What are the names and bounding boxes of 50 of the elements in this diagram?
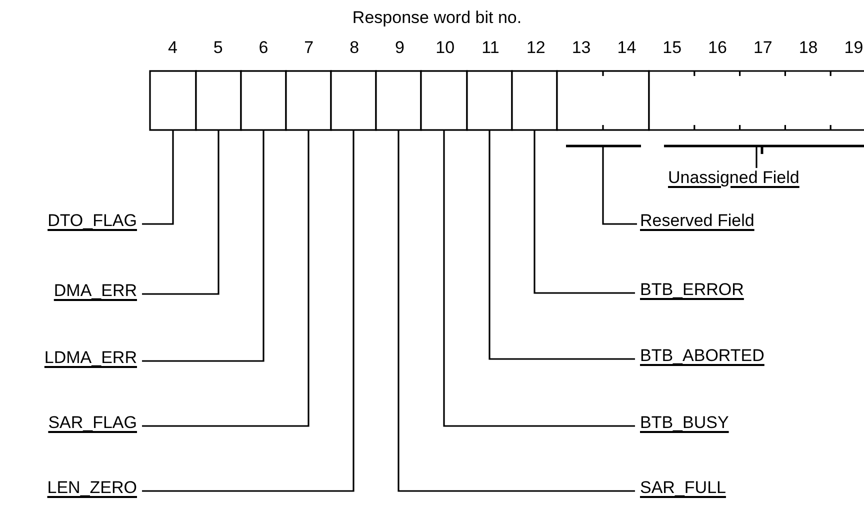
signal-label: DMA_ERR <box>54 281 137 301</box>
bit-cell <box>330 70 377 131</box>
bit-number: 16 <box>708 38 727 58</box>
bit-number: 14 <box>617 38 636 58</box>
signal-label: DTO_FLAG <box>48 211 137 231</box>
signal-label: BTB_ABORTED <box>640 346 764 366</box>
bit-field <box>556 70 650 131</box>
bit-number: 18 <box>798 38 818 58</box>
leader-line <box>602 146 637 225</box>
signal-label: Reserved Field <box>640 211 754 231</box>
bit-number: 7 <box>304 38 314 58</box>
diagram-title: Response word bit no. <box>352 8 522 28</box>
bit-number: 12 <box>526 38 546 58</box>
leader-line <box>488 130 635 360</box>
bit-number: 6 <box>258 38 268 58</box>
leader-line <box>534 130 635 294</box>
bit-number: 9 <box>394 38 404 58</box>
leader-line <box>142 130 174 225</box>
bit-cell <box>511 70 558 131</box>
signal-label: BTB_BUSY <box>640 413 729 433</box>
signal-label: SAR_FLAG <box>48 413 137 433</box>
signal-label: LDMA_ERR <box>44 348 137 368</box>
bit-cell <box>375 70 422 131</box>
bit-cell <box>285 70 332 131</box>
bit-field <box>648 70 864 131</box>
leader-line <box>142 130 264 362</box>
signal-label: BTB_ERROR <box>640 280 744 300</box>
bit-cell <box>466 70 513 131</box>
signal-label: SAR_FULL <box>640 478 726 498</box>
bit-cell <box>149 70 197 131</box>
bit-number: 19 <box>844 38 864 58</box>
signal-label: LEN_ZERO <box>47 478 137 498</box>
bit-number: 8 <box>350 38 360 58</box>
bit-cell <box>240 70 287 131</box>
leader-line <box>443 130 635 427</box>
bit-number: 17 <box>753 38 772 58</box>
bit-number: 4 <box>168 38 178 58</box>
bit-number: 13 <box>572 38 591 58</box>
leader-line <box>142 130 354 492</box>
leader-line <box>142 130 220 295</box>
bit-cell <box>420 70 468 131</box>
bit-number: 5 <box>213 38 223 58</box>
leader-line <box>142 130 310 427</box>
leader-line <box>398 130 635 492</box>
bit-cell <box>195 70 242 131</box>
bit-number: 15 <box>662 38 682 58</box>
bit-number: 10 <box>436 38 455 58</box>
signal-label: Unassigned Field <box>668 168 800 188</box>
leader-line <box>756 146 758 168</box>
bit-number: 11 <box>482 38 500 58</box>
